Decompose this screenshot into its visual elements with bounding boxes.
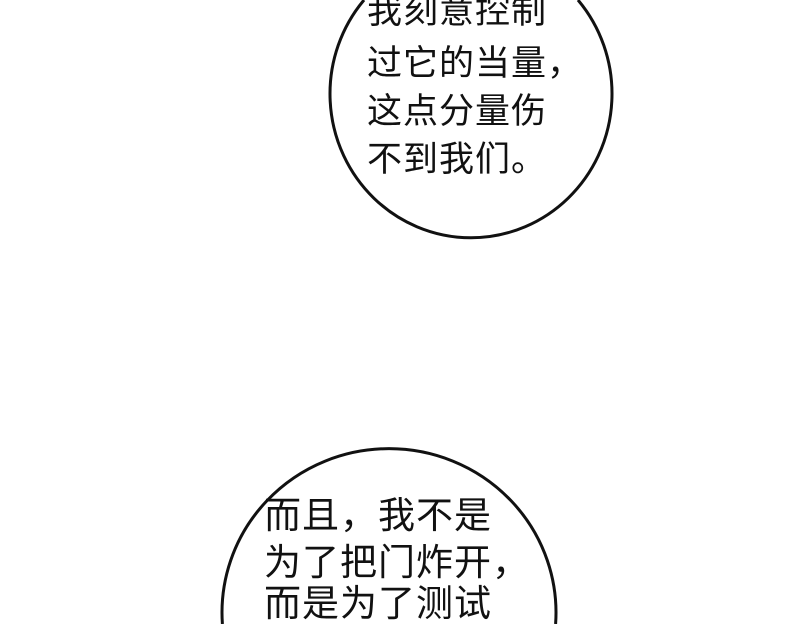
speech-bubble-2 [221, 448, 556, 624]
dialogue-line: 这点分量伤 [367, 92, 548, 132]
dialogue-line: 而且，我不是 [264, 494, 492, 537]
dialogue-line: 为了把门炸开， [264, 541, 530, 584]
speech-bubble-1-outline [328, 0, 614, 240]
speech-bubble-2-text: 而且，我不是为了把门炸开，而是为了测试 [264, 492, 530, 622]
dialogue-line: 不到我们。 [367, 140, 548, 180]
dialogue-line: 过它的当量， [367, 44, 584, 84]
speech-bubble-2-outline [220, 447, 558, 624]
speech-bubble-1-text: 我刻意控制过它的当量， 这点分量伤不到我们。 [367, 0, 583, 184]
speech-bubble-1 [330, 0, 612, 238]
dialogue-line: 而是为了测试 [264, 582, 492, 625]
dialogue-line: 我刻意控制 [367, 0, 548, 32]
